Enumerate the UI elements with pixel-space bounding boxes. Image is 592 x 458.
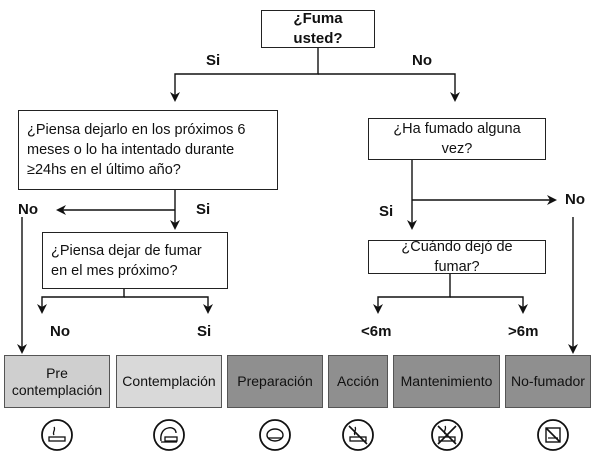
- label-lt-6m: <6m: [361, 323, 392, 340]
- stage-maintenance-label: Mantenimiento: [400, 373, 493, 389]
- stage-precontemplation: Pre contemplación: [4, 355, 110, 408]
- stage-contemplation-label: Contemplación: [122, 373, 216, 389]
- question-when-quit: ¿Cuándo dejó de fumar?: [368, 239, 546, 275]
- question-ever-smoked-text: ¿Ha fumado alguna vez?: [393, 121, 521, 157]
- question-plan-next-month-text: ¿Piensa dejar de fumar en el mes próximo…: [51, 242, 202, 279]
- label-si-top: Si: [206, 52, 221, 69]
- stage-preparation: Preparación: [227, 355, 323, 408]
- question-smoke-text: ¿Fuma usted?: [293, 10, 343, 47]
- cigarette-hand-icon: [153, 419, 185, 451]
- stage-action: Acción: [328, 355, 388, 408]
- label-si-plan6: Si: [196, 201, 211, 218]
- label-si-ever: Si: [379, 203, 394, 220]
- label-no-ever: No: [565, 191, 585, 208]
- stage-action-label: Acción: [336, 373, 380, 389]
- cigarette-icon: [41, 419, 73, 451]
- stage-preparation-label: Preparación: [237, 373, 313, 389]
- connector-when-split: [373, 274, 451, 314]
- connector-top-right: [318, 73, 460, 102]
- label-no-top: No: [412, 52, 432, 69]
- question-plan-6-months-text: ¿Piensa dejarlo en los próximos 6 meses …: [27, 122, 246, 178]
- cigarette-ashtray-icon: [259, 419, 291, 451]
- label-no-plan6: No: [18, 201, 38, 218]
- connector-when-right: [450, 296, 528, 314]
- connector-plan1-split: [37, 289, 125, 314]
- stage-non-smoker-label: No-fumador: [511, 373, 585, 389]
- crossed-cigarette-icon: [342, 419, 374, 451]
- label-si-plan1: Si: [197, 323, 212, 340]
- stage-non-smoker: No-fumador: [505, 355, 591, 408]
- connector-plan1-si: [124, 296, 213, 314]
- stage-maintenance: Mantenimiento: [393, 355, 500, 408]
- stage-precontemplation-label: Pre contemplación: [11, 364, 103, 398]
- question-smoke: ¿Fuma usted?: [261, 10, 375, 48]
- label-no-plan1: No: [50, 323, 70, 340]
- stage-contemplation: Contemplación: [116, 355, 222, 408]
- question-ever-smoked: ¿Ha fumado alguna vez?: [368, 118, 546, 160]
- question-plan-6-months: ¿Piensa dejarlo en los próximos 6 meses …: [18, 110, 278, 190]
- connector-top: [170, 48, 319, 102]
- label-gt-6m: >6m: [508, 323, 539, 340]
- no-smoking-icon: [431, 419, 463, 451]
- question-when-quit-text: ¿Cuándo dejó de fumar?: [401, 239, 513, 275]
- no-smoking-square-icon: [537, 419, 569, 451]
- question-plan-next-month: ¿Piensa dejar de fumar en el mes próximo…: [42, 232, 228, 289]
